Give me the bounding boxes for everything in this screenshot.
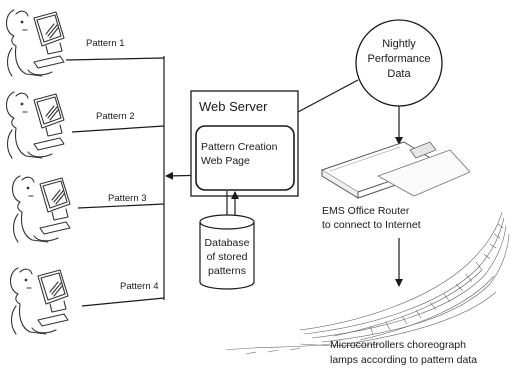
pattern-3-label: Pattern 3 bbox=[108, 193, 147, 204]
database-label-line1: Database bbox=[205, 237, 250, 249]
pattern-2-label: Pattern 2 bbox=[96, 111, 135, 122]
pattern-1-label: Pattern 1 bbox=[86, 38, 125, 49]
performance-label-line2: Performance bbox=[368, 53, 431, 65]
router-label-line2: to connect to Internet bbox=[322, 219, 421, 231]
web-server-title: Web Server bbox=[199, 99, 268, 114]
performance-label-line1: Nightly bbox=[382, 38, 416, 50]
pattern-4-label: Pattern 4 bbox=[120, 281, 159, 292]
user-1 bbox=[5, 9, 65, 77]
user-2 bbox=[5, 91, 65, 159]
microcontrollers-label-line2: lamps according to pattern data bbox=[330, 354, 477, 366]
router-sketch bbox=[320, 141, 471, 199]
pattern-connectors bbox=[65, 56, 165, 307]
user-3 bbox=[11, 175, 71, 243]
performance-label-line3: Data bbox=[387, 68, 411, 80]
microcontrollers-label-line1: Microcontrollers choreograph bbox=[330, 339, 466, 351]
server-to-performance-line bbox=[297, 79, 359, 113]
database-cylinder bbox=[199, 214, 255, 290]
lamp-sculpture-sketch bbox=[225, 211, 510, 355]
database-label-line2: of stored bbox=[207, 251, 248, 263]
user-4 bbox=[9, 267, 69, 335]
router-label-line1: EMS Office Router bbox=[322, 205, 410, 217]
web-page-label-line2: Web Page bbox=[201, 155, 250, 167]
database-label-line3: patterns bbox=[208, 265, 246, 277]
web-page-label-line1: Pattern Creation bbox=[201, 141, 278, 153]
web-page-box bbox=[195, 125, 295, 191]
